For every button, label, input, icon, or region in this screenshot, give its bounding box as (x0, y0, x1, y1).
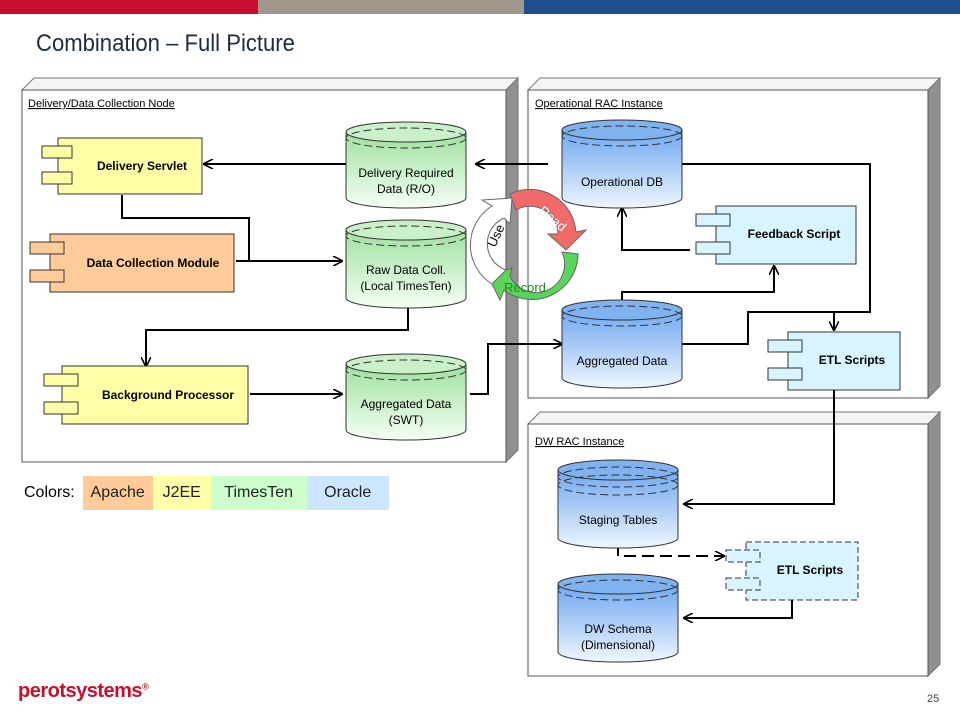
node-label-operational: Operational RAC Instance (535, 98, 663, 110)
node-label-dw: DW RAC Instance (535, 436, 624, 448)
delivery-servlet-label: Delivery Servlet (97, 159, 187, 173)
cycle-record-arrow (487, 251, 579, 302)
color-legend: Colors: Apache J2EE TimesTen Oracle (24, 476, 389, 510)
perotsystems-logo: perotsystems® (18, 680, 149, 703)
legend-item-apache: Apache (82, 476, 153, 510)
line-operational-to-etl (682, 163, 871, 313)
data-collection-module-label: Data Collection Module (87, 256, 220, 270)
connectors (121, 163, 871, 618)
cycle-use-arrow (469, 197, 513, 285)
logo-mark: ® (142, 681, 149, 692)
arrow-feedback-to-operational-db (622, 208, 690, 251)
operational-db-label: Operational DB (581, 175, 663, 189)
db-raw-data: Raw Data Coll. (Local TimesTen) (345, 219, 467, 309)
cycle-record-label: Record (504, 280, 546, 295)
legend-item-j2ee: J2EE (152, 476, 211, 510)
arrow-aggregated-to-etl (682, 311, 834, 345)
dw-schema-line1: DW Schema (584, 622, 652, 636)
arrow-raw-data-to-background-processor (146, 308, 409, 366)
component-background-processor: Background Processor (43, 365, 249, 425)
legend-item-timesten: TimesTen (210, 476, 307, 510)
component-etl-scripts-operational: ETL Scripts (767, 331, 901, 391)
legend-item-oracle: Oracle (306, 476, 389, 510)
staging-tables-label: Staging Tables (579, 513, 658, 527)
arrow-etl-to-staging (684, 390, 835, 504)
aggregated-swt-line2: (SWT) (389, 413, 424, 427)
component-delivery-servlet: Delivery Servlet (41, 137, 203, 195)
delivery-required-line1: Delivery Required (358, 166, 453, 180)
aggregated-oracle-label: Aggregated Data (577, 354, 668, 368)
component-feedback-script: Feedback Script (695, 205, 857, 265)
delivery-required-line2: Data (R/O) (377, 182, 435, 196)
dw-schema-line2: (Dimensional) (581, 638, 655, 652)
arrow-aggregated-swt-to-aggregated-oracle (470, 344, 562, 395)
etl-scripts-operational-label: ETL Scripts (819, 353, 886, 367)
db-delivery-required: Delivery Required Data (R/O) (345, 121, 467, 209)
db-operational: Operational DB (561, 119, 683, 209)
top-bar-red (0, 0, 258, 14)
top-bar-gray (258, 0, 524, 14)
logo-text: perotsystems (18, 680, 143, 702)
component-data-collection-module: Data Collection Module (29, 233, 235, 293)
background-processor-label: Background Processor (102, 388, 234, 402)
line-servlet-to-module (121, 195, 250, 261)
page-title: Combination – Full Picture (36, 30, 295, 57)
node-label-delivery: Delivery/Data Collection Node (28, 98, 175, 110)
cycle-read-arrow (509, 188, 588, 251)
page-number: 25 (927, 693, 940, 705)
db-staging-tables: Staging Tables (557, 459, 679, 549)
feedback-script-label: Feedback Script (748, 227, 841, 241)
arrow-aggregated-to-feedback (621, 266, 774, 306)
component-etl-scripts-dw: ETL Scripts (725, 541, 859, 601)
aggregated-swt-line1: Aggregated Data (361, 397, 452, 411)
top-bar-blue (524, 0, 960, 14)
db-aggregated-swt: Aggregated Data (SWT) (345, 353, 467, 441)
db-dw-schema: DW Schema (Dimensional) (557, 573, 679, 663)
db-aggregated-oracle: Aggregated Data (561, 299, 683, 389)
etl-scripts-dw-label: ETL Scripts (777, 563, 844, 577)
raw-data-line2: (Local TimesTen) (360, 279, 451, 293)
arrow-etl-dw-to-dw-schema (684, 600, 793, 618)
legend-title: Colors: (24, 484, 75, 501)
raw-data-line1: Raw Data Coll. (366, 263, 446, 277)
